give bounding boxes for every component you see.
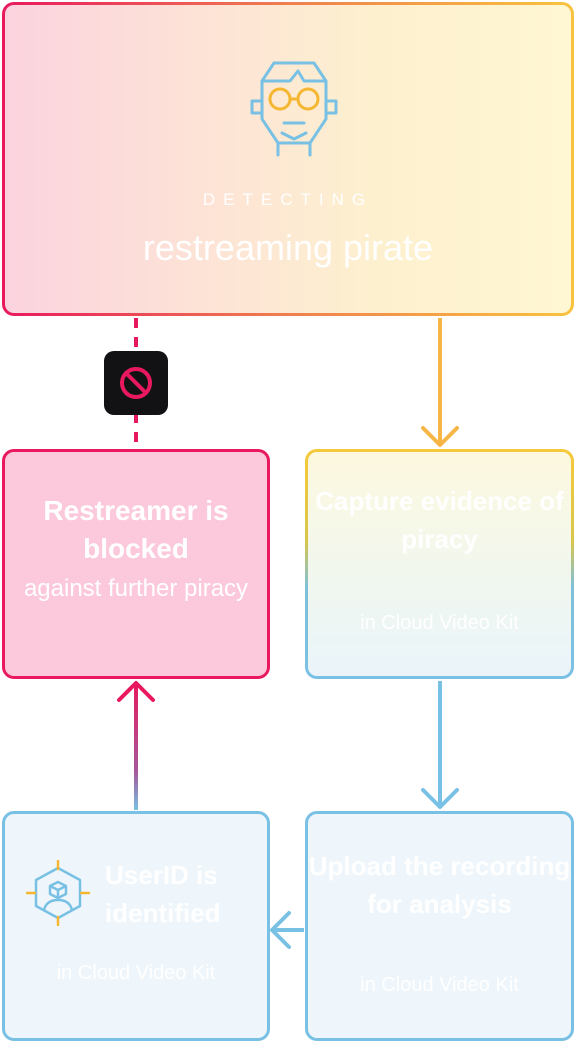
restreamer-blocked-box: Restreamer is blocked against further pi… <box>2 449 270 679</box>
capture-evidence-box: Capture evidence of piracy in Cloud Vide… <box>305 449 574 679</box>
detecting-title: restreaming pirate <box>142 227 434 268</box>
arrow-capture-to-upload-head <box>421 788 459 809</box>
blocked-subtitle: against further piracy <box>23 575 249 602</box>
userid-subtitle: in Cloud Video Kit <box>56 962 216 984</box>
userid-identified-box: UserID is identified in Cloud Video Kit <box>2 811 270 1041</box>
detecting-box: DETECTING restreaming pirate <box>2 2 574 316</box>
upload-title: Upload the recording for analysis <box>308 851 571 919</box>
capture-title: Capture evidence of piracy <box>315 486 564 554</box>
arrow-top-to-capture-head <box>421 426 459 447</box>
upload-subtitle: in Cloud Video Kit <box>360 974 519 996</box>
prohibited-icon <box>120 367 152 399</box>
block-badge <box>104 351 168 415</box>
target-user-icon <box>26 860 90 926</box>
arrow-userid-to-blocked-head <box>117 681 155 702</box>
arrow-userid-to-blocked-line <box>134 684 138 810</box>
pirate-face-icon <box>250 61 338 157</box>
capture-subtitle: in Cloud Video Kit <box>360 612 519 634</box>
blocked-title: Restreamer is blocked <box>43 495 229 564</box>
userid-title: UserID is identified <box>105 860 221 928</box>
detecting-kicker: DETECTING <box>202 190 374 209</box>
upload-recording-box: Upload the recording for analysis in Clo… <box>305 811 574 1041</box>
arrow-upload-to-userid-head <box>270 911 291 949</box>
